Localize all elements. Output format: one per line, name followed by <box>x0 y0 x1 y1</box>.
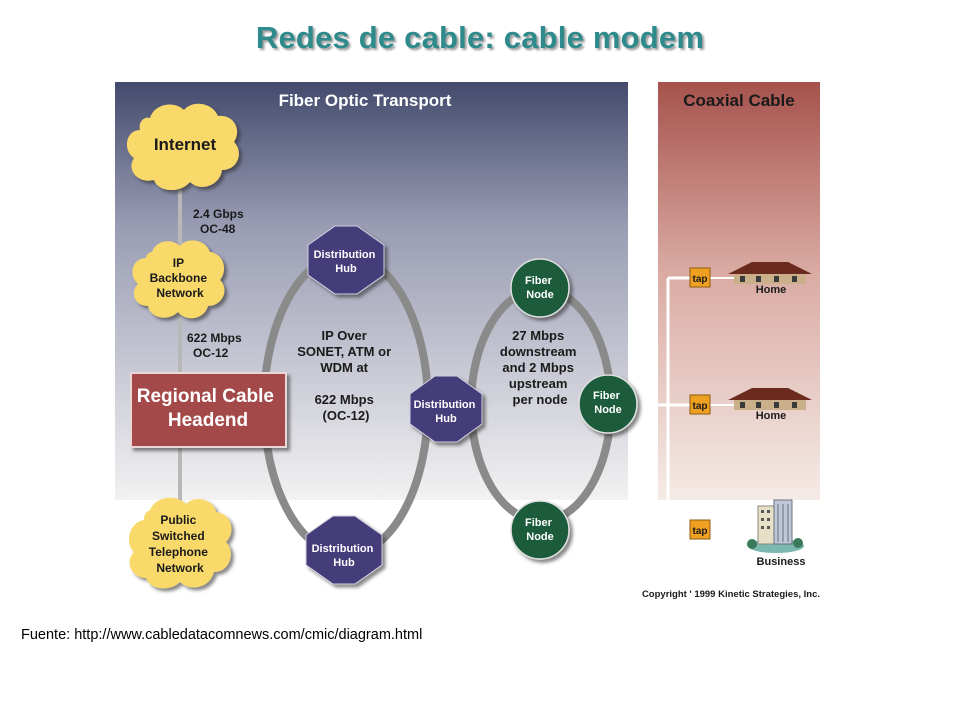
fiber-node-bottom-label: Fiber Node <box>525 517 555 543</box>
distribution-hub-top-label: Distribution Hub <box>314 249 379 275</box>
internet-cloud <box>126 103 239 191</box>
coax-panel-title: Coaxial Cable <box>683 91 795 110</box>
link-oc12-type: OC-12 <box>193 346 229 360</box>
fiber-node-top <box>510 258 570 318</box>
link-oc12-label: 622 Mbps OC-12 <box>187 331 245 360</box>
source-citation: Fuente: http://www.cabledatacomnews.com/… <box>21 627 423 643</box>
business-label: Business <box>757 556 806 568</box>
cloud-icon <box>126 103 239 191</box>
office-building-icon <box>747 499 804 553</box>
svg-text:tap: tap <box>693 274 708 285</box>
distribution-hub-middle-label: Distribution Hub <box>414 399 479 425</box>
internet-label: Internet <box>154 135 217 154</box>
ip-backbone-label: IP Backbone Network <box>150 256 211 300</box>
tap-2: tap <box>689 394 711 415</box>
fiber-node-right <box>578 374 638 434</box>
slide-title: Redes de cable: cable modem <box>255 20 705 55</box>
link-oc48-type: OC-48 <box>200 222 236 236</box>
copyright-notice: Copyright ' 1999 Kinetic Strategies, Inc… <box>642 589 820 600</box>
house-icon <box>728 262 812 284</box>
pstn-cloud <box>129 497 232 589</box>
distribution-hub-middle <box>409 375 483 443</box>
distribution-hub-bottom <box>305 515 383 585</box>
house-icon <box>728 388 812 410</box>
fiber-panel-title: Fiber Optic Transport <box>279 91 452 110</box>
distribution-hub-bottom-label: Distribution Hub <box>312 543 377 569</box>
headend-label: Regional Cable Headend <box>137 386 280 431</box>
distribution-hub-top <box>307 225 385 295</box>
cloud-icon <box>129 497 232 589</box>
fiber-node-bottom <box>510 500 570 560</box>
home-1-label: Home <box>756 284 787 296</box>
fiber-node-right-label: Fiber Node <box>593 390 623 416</box>
cloud-icon <box>132 240 225 319</box>
regional-cable-headend <box>130 372 287 448</box>
fiber-node-top-label: Fiber Node <box>525 275 555 301</box>
node-ring-description: 27 Mbps downstream and 2 Mbps upstream p… <box>500 328 580 407</box>
link-oc48-label: 2.4 Gbps OC-48 <box>193 207 247 236</box>
svg-text:tap: tap <box>693 401 708 412</box>
link-oc12-speed: 622 Mbps <box>187 331 242 345</box>
sonet-ring-description: IP Over SONET, ATM or WDM at 622 Mbps (O… <box>297 328 395 423</box>
home-2-label: Home <box>756 410 787 422</box>
svg-text:tap: tap <box>693 526 708 537</box>
ip-backbone-cloud <box>132 240 225 319</box>
coaxial-panel <box>658 82 820 500</box>
link-oc48-speed: 2.4 Gbps <box>193 207 244 221</box>
tap-1: tap <box>689 267 711 288</box>
tap-3: tap <box>689 519 711 540</box>
pstn-label: Public Switched Telephone Network <box>149 513 211 575</box>
